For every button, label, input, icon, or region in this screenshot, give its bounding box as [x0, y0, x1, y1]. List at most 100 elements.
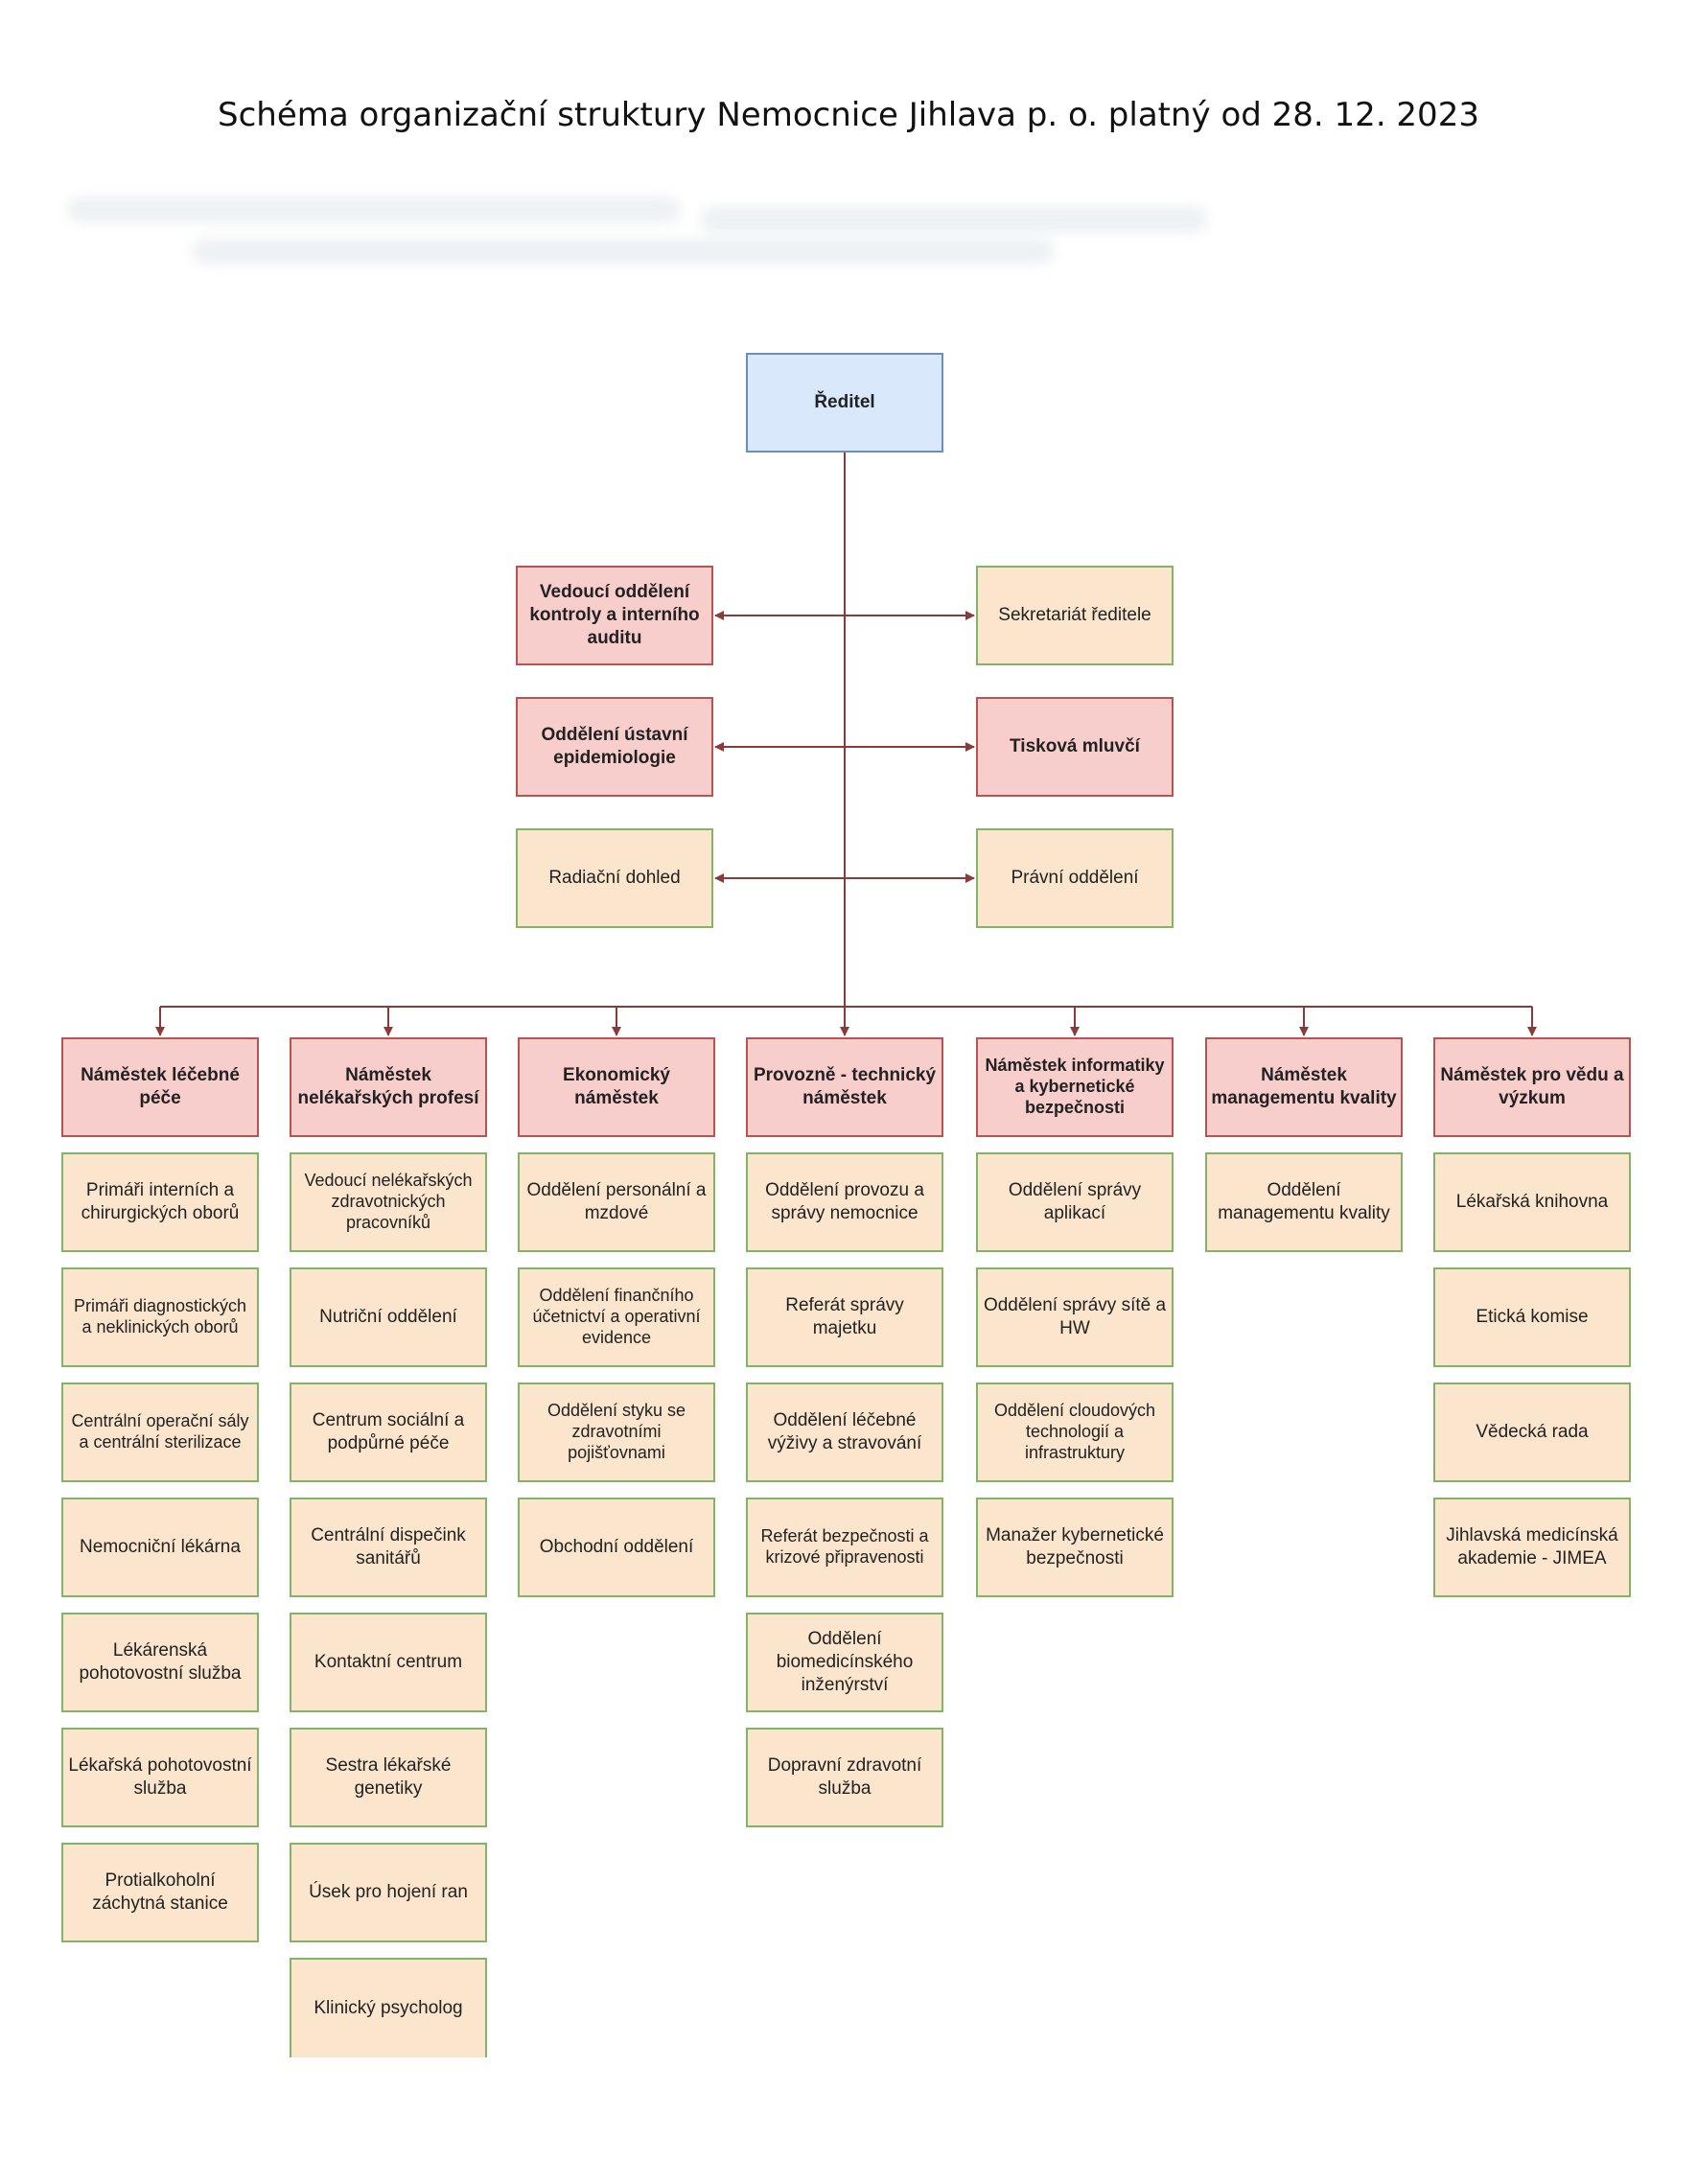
staff-box-secretariat: Sekretariát ředitele	[976, 566, 1174, 665]
staff-box-label: Vedoucí oddělení kontroly a interního au…	[529, 581, 700, 649]
unit-label: Klinický psycholog	[314, 1997, 463, 2018]
unit-box: Referát správy majetku	[746, 1267, 943, 1367]
page-title: Schéma organizační struktury Nemocnice J…	[218, 96, 1479, 134]
unit-label: Lékařská pohotovostní služba	[68, 1754, 252, 1799]
deputy-box: Provozně - technický náměstek	[746, 1037, 943, 1137]
deputy-label: Ekonomický náměstek	[563, 1064, 670, 1108]
unit-box: Oddělení cloudových technologií a infras…	[976, 1382, 1174, 1482]
unit-box: Kontaktní centrum	[290, 1613, 487, 1712]
deputy-label: Náměstek léčebné péče	[81, 1064, 240, 1108]
unit-label: Oddělení personální a mzdové	[526, 1179, 707, 1223]
unit-label: Jihlavská medicínská akademie - JIMEA	[1446, 1524, 1618, 1568]
unit-label: Lékařská knihovna	[1455, 1191, 1609, 1212]
unit-box: Vědecká rada	[1433, 1382, 1631, 1482]
unit-label: Protialkoholní záchytná stanice	[92, 1870, 228, 1914]
unit-box: Centrum sociální a podpůrné péče	[290, 1382, 487, 1482]
deputy-box: Náměstek managementu kvality	[1205, 1037, 1403, 1137]
deputy-label: Provozně - technický náměstek	[753, 1064, 937, 1108]
unit-label: Dopravní zdravotní služba	[767, 1754, 922, 1799]
deputy-label: Náměstek pro vědu a výzkum	[1440, 1064, 1624, 1108]
unit-label: Oddělení biomedicínského inženýrství	[776, 1628, 914, 1696]
deputy-label: Náměstek managementu kvality	[1211, 1064, 1397, 1108]
deputy-label: Náměstek nelékařských profesí	[297, 1064, 479, 1108]
unit-label: Oddělení správy aplikací	[1008, 1179, 1142, 1223]
unit-box: Lékařská pohotovostní služba	[61, 1728, 259, 1827]
staff-box-audit: Vedoucí oddělení kontroly a interního au…	[516, 566, 713, 665]
deputy-box: Náměstek léčebné péče	[61, 1037, 259, 1137]
unit-box: Primáři diagnostických a neklinických ob…	[61, 1267, 259, 1367]
unit-label: Referát bezpečnosti a krizové připraveno…	[760, 1526, 929, 1567]
unit-box: Lékařská knihovna	[1433, 1152, 1631, 1252]
unit-label: Primáři diagnostických a neklinických ob…	[73, 1296, 247, 1336]
unit-box: Oddělení provozu a správy nemocnice	[746, 1152, 943, 1252]
unit-box: Jihlavská medicínská akademie - JIMEA	[1433, 1498, 1631, 1597]
unit-label: Oddělení provozu a správy nemocnice	[765, 1179, 924, 1223]
unit-box: Oddělení finančního účetnictví a operati…	[518, 1267, 715, 1367]
unit-box: Oddělení personální a mzdové	[518, 1152, 715, 1252]
unit-box: Oddělení léčebné výživy a stravování	[746, 1382, 943, 1482]
unit-box: Centrální dispečink sanitářů	[290, 1498, 487, 1597]
deputy-label: Náměstek informatiky a kybernetické bezp…	[985, 1056, 1165, 1117]
staff-box-label: Sekretariát ředitele	[998, 604, 1151, 625]
unit-label: Etická komise	[1476, 1306, 1589, 1327]
unit-box: Etická komise	[1433, 1267, 1631, 1367]
unit-label: Kontaktní centrum	[314, 1651, 463, 1672]
unit-box: Referát bezpečnosti a krizové připraveno…	[746, 1498, 943, 1597]
unit-box: Oddělení styku se zdravotními pojišťovna…	[518, 1382, 715, 1482]
deputy-box: Náměstek nelékařských profesí	[290, 1037, 487, 1137]
staff-box-radiation: Radiační dohled	[516, 828, 713, 928]
unit-box: Oddělení biomedicínského inženýrství	[746, 1613, 943, 1712]
staff-box-label: Oddělení ústavní epidemiologie	[541, 724, 688, 768]
deputy-box: Náměstek pro vědu a výzkum	[1433, 1037, 1631, 1137]
redacted-text-line	[192, 238, 1055, 265]
staff-box-press: Tisková mluvčí	[976, 697, 1174, 797]
deputy-box: Ekonomický náměstek	[518, 1037, 715, 1137]
unit-box: Lékárenská pohotovostní služba	[61, 1613, 259, 1712]
unit-label: Lékárenská pohotovostní služba	[79, 1639, 242, 1684]
unit-box: Protialkoholní záchytná stanice	[61, 1843, 259, 1942]
unit-box: Obchodní oddělení	[518, 1498, 715, 1597]
unit-box: Oddělení správy aplikací	[976, 1152, 1174, 1252]
unit-box: Klinický psycholog	[290, 1958, 487, 2057]
unit-label: Manažer kybernetické bezpečnosti	[986, 1524, 1164, 1568]
unit-label: Oddělení cloudových technologií a infras…	[993, 1401, 1156, 1462]
director-box: Ředitel	[746, 353, 943, 453]
unit-box: Dopravní zdravotní služba	[746, 1728, 943, 1827]
redacted-text-line	[700, 206, 1208, 233]
redacted-text-line	[67, 197, 681, 223]
unit-box: Nemocniční lékárna	[61, 1498, 259, 1597]
unit-box: Úsek pro hojení ran	[290, 1843, 487, 1942]
unit-label: Centrum sociální a podpůrné péče	[312, 1409, 465, 1453]
staff-box-legal: Právní oddělení	[976, 828, 1174, 928]
unit-label: Obchodní oddělení	[539, 1536, 694, 1557]
unit-label: Referát správy majetku	[785, 1294, 904, 1338]
unit-label: Oddělení managementu kvality	[1218, 1179, 1390, 1223]
staff-box-label: Radiační dohled	[548, 867, 681, 888]
unit-label: Vedoucí nelékařských zdravotnických prac…	[304, 1171, 473, 1232]
staff-box-label: Tisková mluvčí	[1010, 735, 1140, 756]
unit-label: Primáři interních a chirurgických oborů	[81, 1179, 240, 1223]
unit-box: Primáři interních a chirurgických oborů	[61, 1152, 259, 1252]
deputy-box: Náměstek informatiky a kybernetické bezp…	[976, 1037, 1174, 1137]
unit-box: Nutriční oddělení	[290, 1267, 487, 1367]
unit-label: Sestra lékařské genetiky	[325, 1754, 452, 1799]
unit-label: Oddělení finančního účetnictví a operati…	[532, 1286, 701, 1347]
unit-box: Oddělení správy sítě a HW	[976, 1267, 1174, 1367]
unit-label: Nemocniční lékárna	[80, 1536, 241, 1557]
staff-box-label: Právní oddělení	[1011, 867, 1139, 888]
unit-box: Sestra lékařské genetiky	[290, 1728, 487, 1827]
unit-label: Oddělení léčebné výživy a stravování	[767, 1409, 922, 1453]
unit-box: Centrální operační sály a centrální ster…	[61, 1382, 259, 1482]
director-label: Ředitel	[814, 391, 875, 412]
unit-label: Centrální dispečink sanitářů	[311, 1524, 466, 1568]
unit-label: Nutriční oddělení	[319, 1306, 457, 1327]
staff-box-epidemiology: Oddělení ústavní epidemiologie	[516, 697, 713, 797]
unit-label: Oddělení styku se zdravotními pojišťovna…	[546, 1401, 686, 1462]
unit-label: Vědecká rada	[1476, 1421, 1589, 1442]
unit-box: Oddělení managementu kvality	[1205, 1152, 1403, 1252]
unit-box: Vedoucí nelékařských zdravotnických prac…	[290, 1152, 487, 1252]
unit-label: Oddělení správy sítě a HW	[983, 1294, 1167, 1338]
unit-box: Manažer kybernetické bezpečnosti	[976, 1498, 1174, 1597]
unit-label: Úsek pro hojení ran	[309, 1881, 468, 1902]
